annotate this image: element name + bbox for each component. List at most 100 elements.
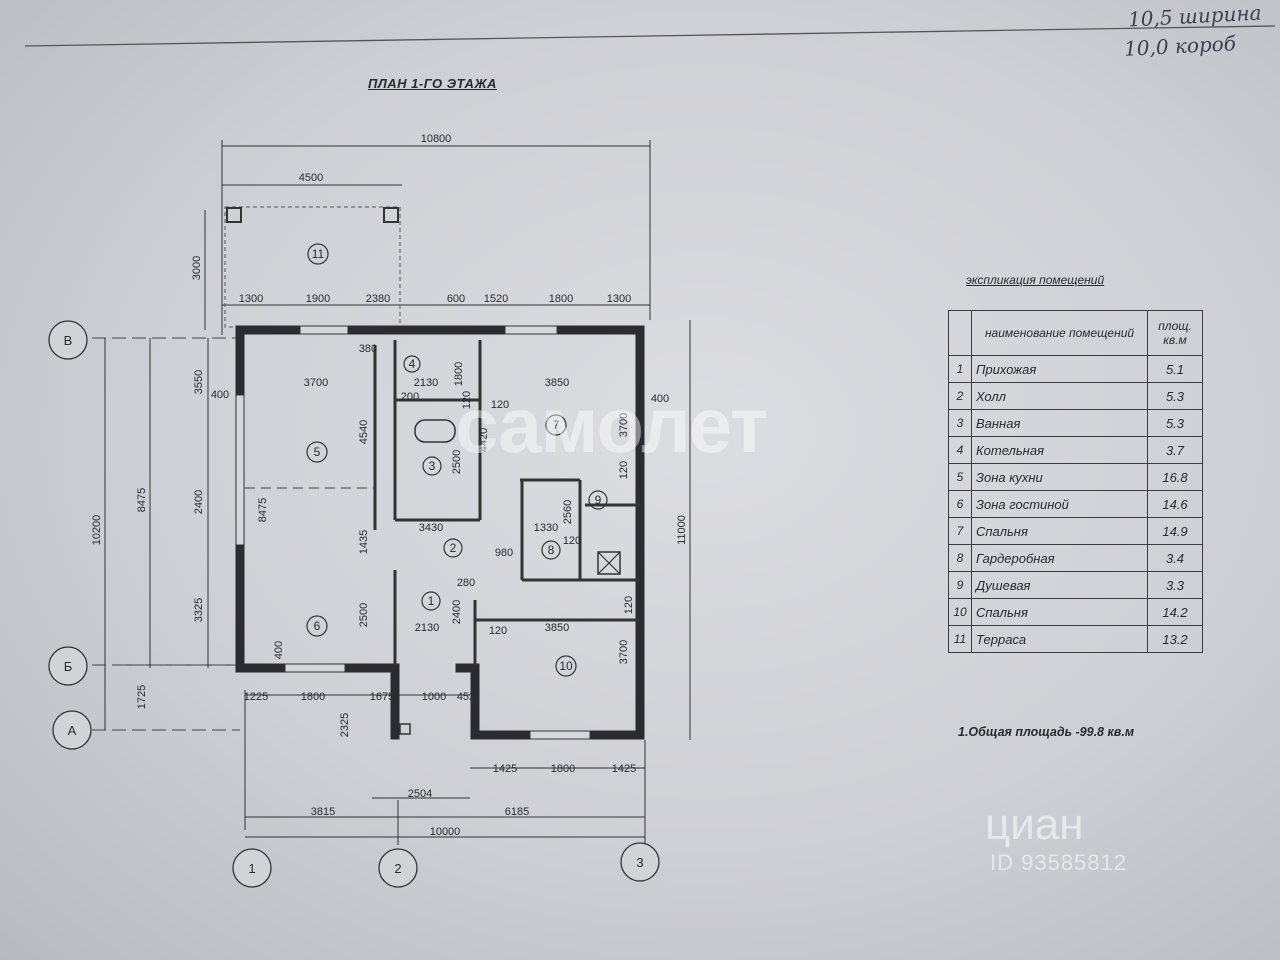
- dim-right-3700b: 3700: [618, 640, 630, 664]
- room-number-9: 9: [595, 493, 602, 507]
- row-name: Прихожая: [971, 355, 1148, 383]
- axis-col-3: 3: [636, 855, 643, 870]
- dim-inner-10: 3850: [545, 622, 569, 634]
- dim-left-1725: 1725: [136, 685, 148, 709]
- explication-title: экспликация помещений: [966, 273, 1105, 287]
- row-area: 13.2: [1147, 625, 1203, 653]
- dim-inner-5: 8475: [257, 498, 269, 522]
- row-num: 4: [948, 436, 972, 464]
- dim-right-120: 120: [618, 461, 630, 479]
- dim-bottom-seg-0: 1225: [244, 691, 268, 703]
- dim-bottom-3815: 3815: [311, 806, 335, 818]
- dim-inner-12: 3430: [419, 522, 443, 534]
- dim-right-3700a: 3700: [618, 413, 630, 437]
- room-number-10: 10: [559, 659, 573, 673]
- row-name: Холл: [971, 382, 1148, 410]
- row-num: 5: [948, 463, 972, 491]
- row-name: Ванная: [971, 409, 1148, 437]
- room-number-3: 3: [429, 459, 436, 473]
- row-num: 7: [948, 517, 972, 545]
- dim-inner-17: 380: [359, 343, 377, 355]
- dim-bottom-6185: 6185: [505, 806, 529, 818]
- room-number-4: 4: [409, 357, 416, 371]
- row-num: 8: [948, 544, 972, 572]
- header-area: площ. кв.м: [1147, 310, 1203, 356]
- row-name: Гардеробная: [971, 544, 1148, 572]
- row-name: Зона кухни: [971, 463, 1148, 491]
- dim-inner-23: 120: [563, 535, 581, 547]
- dim-inner-11: 2500: [451, 450, 463, 474]
- dim-bottom-seg-3: 1000: [422, 691, 446, 703]
- row-name: Зона гостиной: [971, 490, 1148, 518]
- row-area: 16.8: [1147, 463, 1203, 491]
- row-num: 11: [948, 625, 972, 653]
- row-area: 5.3: [1147, 382, 1203, 410]
- room-number-8: 8: [548, 543, 555, 557]
- dim-left-2400: 2400: [193, 490, 205, 514]
- row-name: Спальня: [971, 598, 1148, 626]
- dim-bottom-2504: 2504: [408, 788, 432, 800]
- axis-row-a: А: [68, 723, 77, 738]
- dim-left-8475: 8475: [136, 488, 148, 512]
- axis-row-b: Б: [64, 659, 73, 674]
- row-name: Терраса: [971, 625, 1148, 653]
- watermark-cian-id: ID 93585812: [990, 850, 1127, 875]
- row-area: 3.4: [1147, 544, 1203, 572]
- row-num: 1: [948, 355, 972, 383]
- dim-top-seg-4: 1520: [484, 293, 508, 305]
- dim-left-2325: 2325: [339, 713, 351, 737]
- dim-bottom-seg-4: 452: [457, 691, 475, 703]
- row-name: Душевая: [971, 571, 1148, 599]
- row-area: 14.2: [1147, 598, 1203, 626]
- dim-left-400: 400: [211, 389, 229, 401]
- row-area: 3.7: [1147, 436, 1203, 464]
- dim-right-400: 400: [651, 393, 669, 405]
- dim-left-3325: 3325: [193, 598, 205, 622]
- dim-inner-2: 1800: [453, 362, 465, 386]
- dim-top-seg-5: 1800: [549, 293, 573, 305]
- dim-inner-24: 400: [273, 641, 285, 659]
- dim-bottom-seg-1: 1800: [301, 691, 325, 703]
- room-number-7: 7: [553, 418, 560, 432]
- row-num: 10: [948, 598, 972, 626]
- row-num: 6: [948, 490, 972, 518]
- row-num: 3: [948, 409, 972, 437]
- dim-terrace-depth: 3000: [191, 256, 203, 280]
- dim-overall-top: 10800: [421, 133, 452, 145]
- row-num: 9: [948, 571, 972, 599]
- dim-terrace-width: 4500: [299, 172, 323, 184]
- axis-col-1: 1: [248, 861, 255, 876]
- dim-left-overall: 10200: [91, 515, 103, 546]
- dim-inner-14: 2560: [562, 500, 574, 524]
- row-area: 3.3: [1147, 571, 1203, 599]
- room-number-2: 2: [450, 541, 457, 555]
- room-number-5: 5: [314, 445, 321, 459]
- dim-inner-13: 1330: [534, 522, 558, 534]
- dim-left-3550: 3550: [193, 370, 205, 394]
- dim-inner-6: 1435: [358, 530, 370, 554]
- dim-inner-19: 120: [461, 391, 473, 409]
- dim-top-seg-0: 1300: [239, 293, 263, 305]
- dim-bottom-r-1: 1800: [551, 763, 575, 775]
- row-num: 2: [948, 382, 972, 410]
- room-number-11: 11: [312, 247, 325, 261]
- dim-top-seg-1: 1900: [306, 293, 330, 305]
- row-name: Спальня: [971, 517, 1148, 545]
- dim-inner-0: 3700: [304, 377, 328, 389]
- dim-top-seg-3: 600: [447, 293, 465, 305]
- header-num: [948, 310, 972, 356]
- dim-inner-4: 4540: [358, 420, 370, 444]
- row-name: Котельная: [971, 436, 1148, 464]
- dim-inner-22: 120: [623, 596, 635, 614]
- dim-inner-1: 2130: [414, 377, 438, 389]
- plan-title: ПЛАН 1-ГО ЭТАЖА: [368, 76, 497, 91]
- dim-inner-20: 120: [491, 399, 509, 411]
